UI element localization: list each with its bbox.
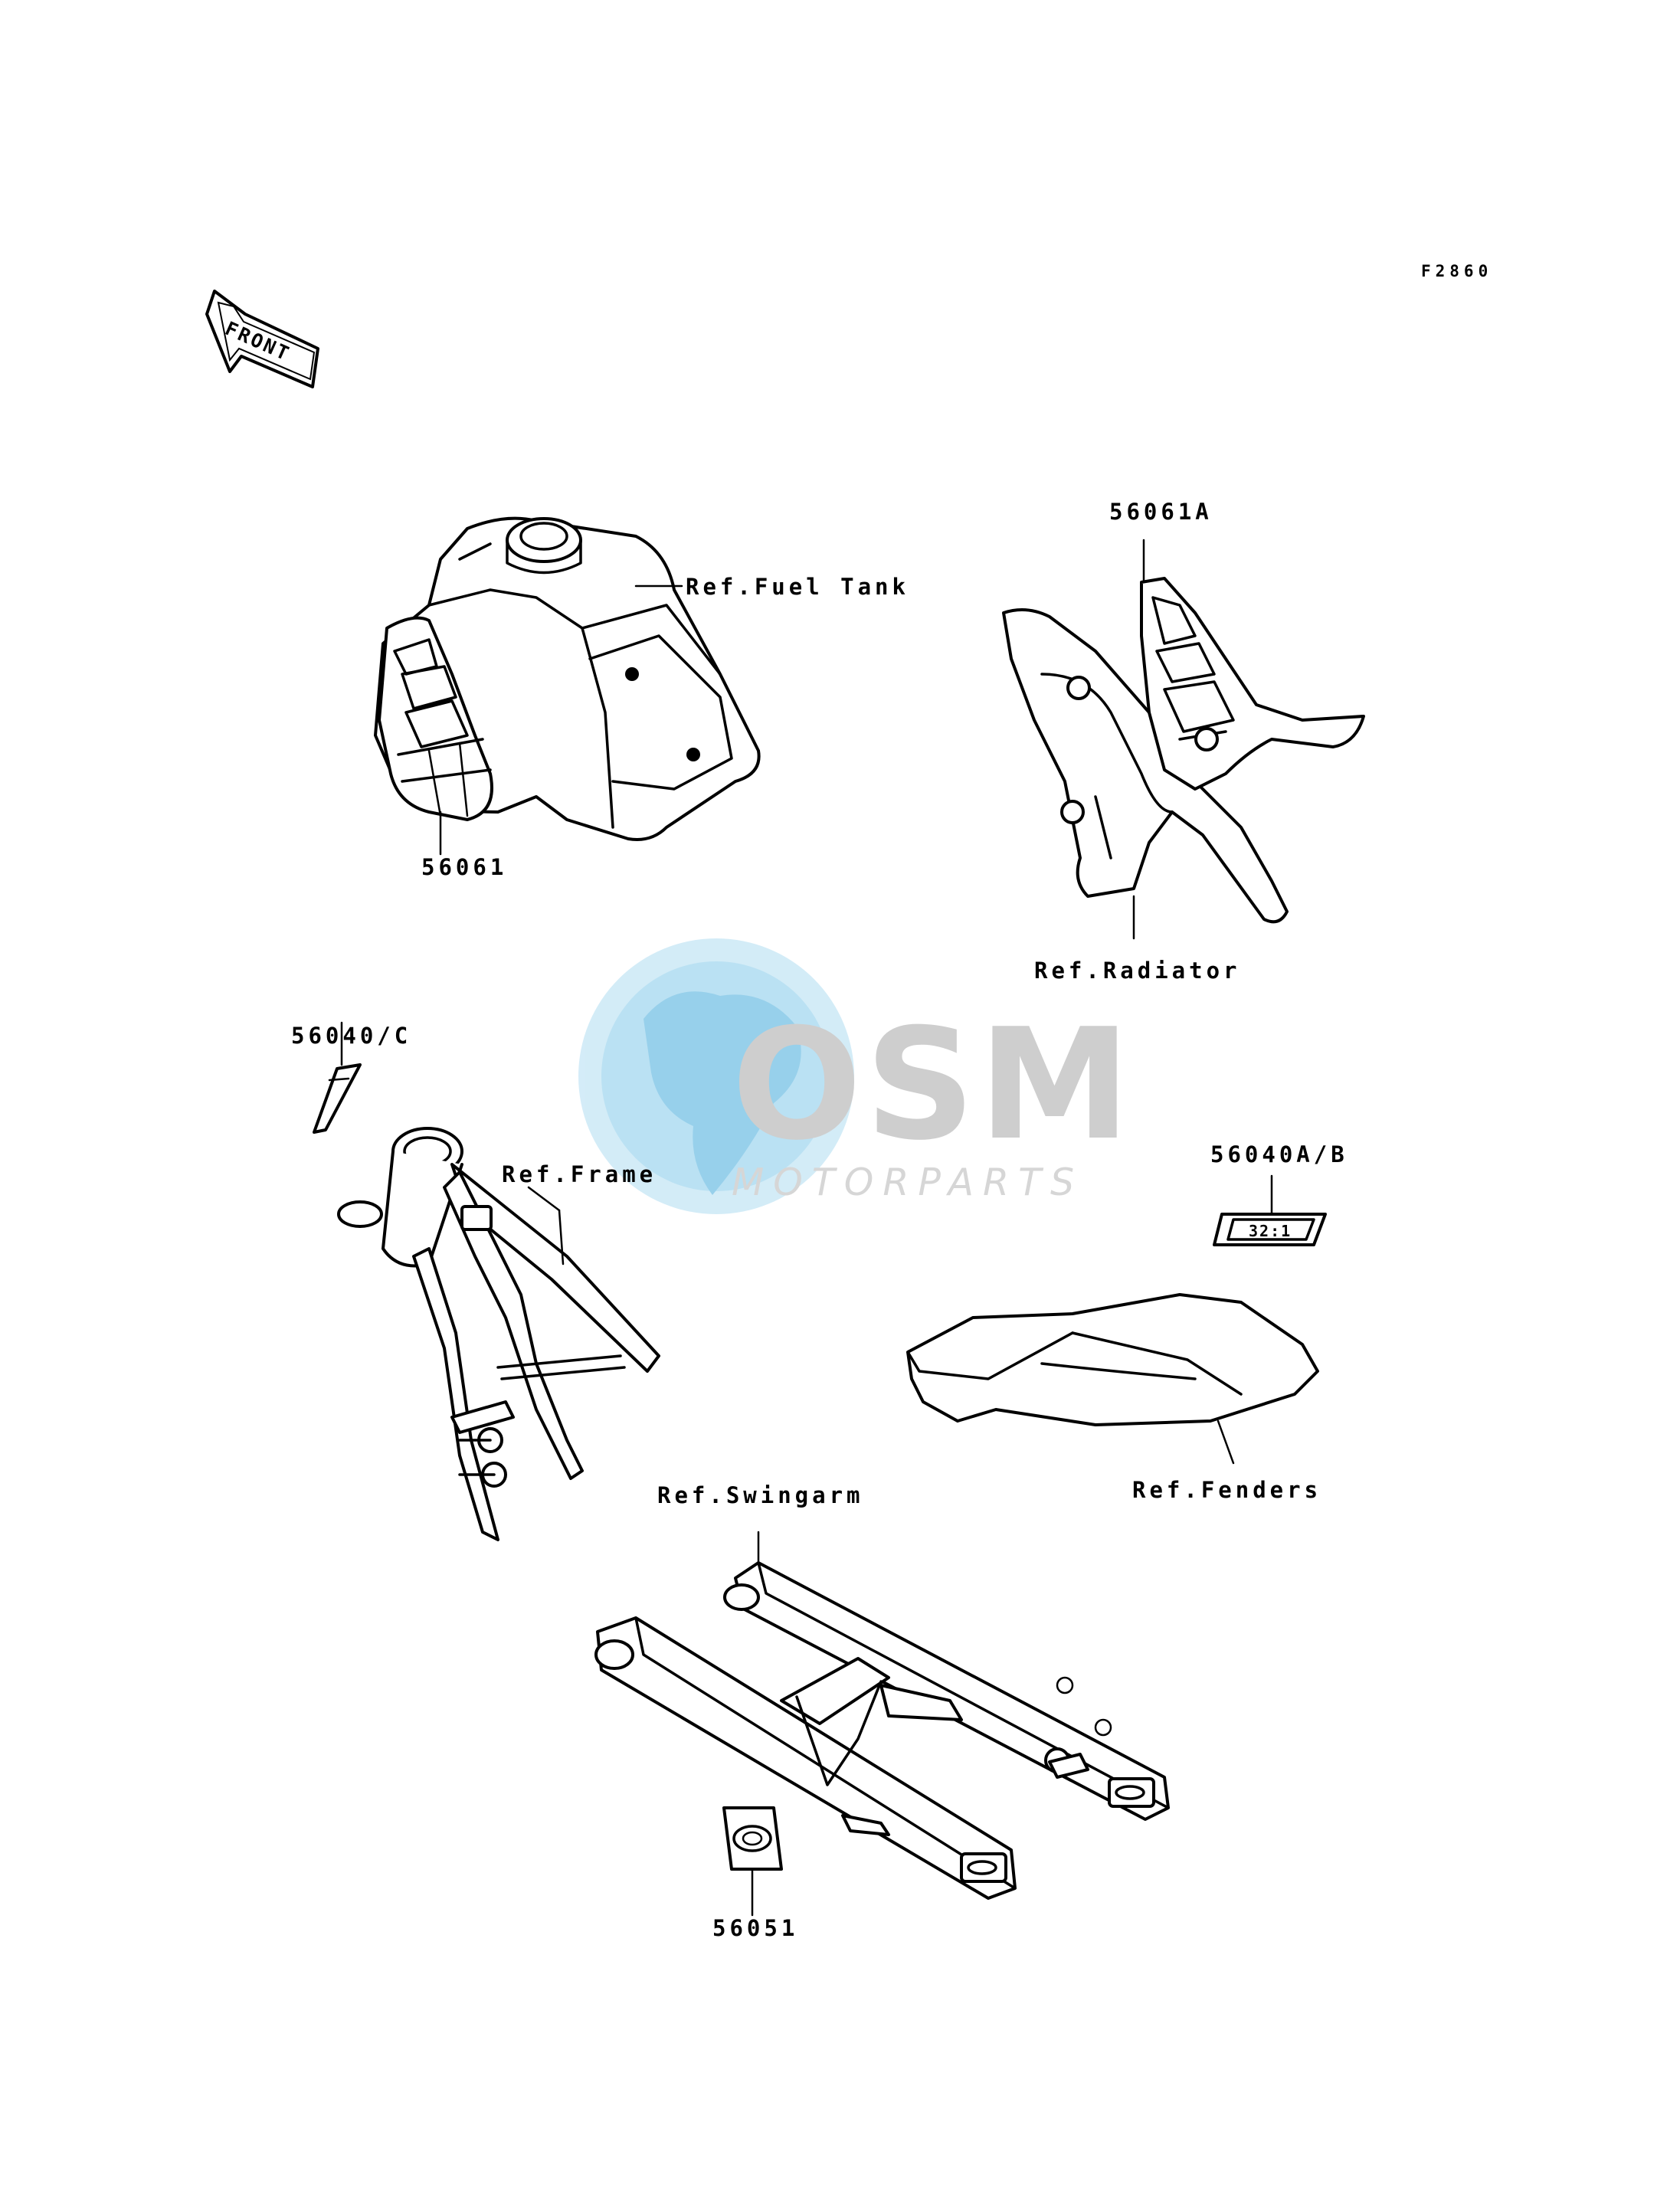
fuel-tank-drawing: Ref.Fuel Tank 56061 <box>374 516 909 880</box>
label-56061: 56061 <box>421 854 507 880</box>
diagram-code: F2860 <box>1421 262 1492 280</box>
front-arrow-icon: FRONT <box>205 290 319 388</box>
label-56040ab: 56040A/B <box>1210 1141 1348 1167</box>
label-swingarm-ref: Ref.Swingarm <box>657 1482 864 1508</box>
label-56051: 56051 <box>712 1915 798 1941</box>
frame-drawing: 56040/C Ref.Frame <box>291 1021 660 1541</box>
label-frame-ref: Ref.Frame <box>502 1161 657 1187</box>
watermark-logo: OSM MOTORPARTS <box>578 938 1134 1214</box>
label-56040c: 56040/C <box>291 1023 411 1049</box>
radiator-shroud-drawing: 56061A Ref.Radiator <box>1002 499 1365 984</box>
fenders-drawing: 32:1 56040A/B Ref.Fenders <box>906 1141 1348 1503</box>
label-56061a: 56061A <box>1109 499 1213 525</box>
watermark-tagline: MOTORPARTS <box>732 1161 1083 1204</box>
label-radiator-ref: Ref.Radiator <box>1034 958 1241 984</box>
decal-tag-text: 32:1 <box>1249 1222 1292 1240</box>
watermark-brand: OSM <box>732 996 1134 1174</box>
swingarm-drawing: Ref.Swingarm 56051 <box>594 1482 1170 1941</box>
label-fenders-ref: Ref.Fenders <box>1132 1477 1321 1503</box>
label-fuel-tank-ref: Ref.Fuel Tank <box>686 574 909 600</box>
